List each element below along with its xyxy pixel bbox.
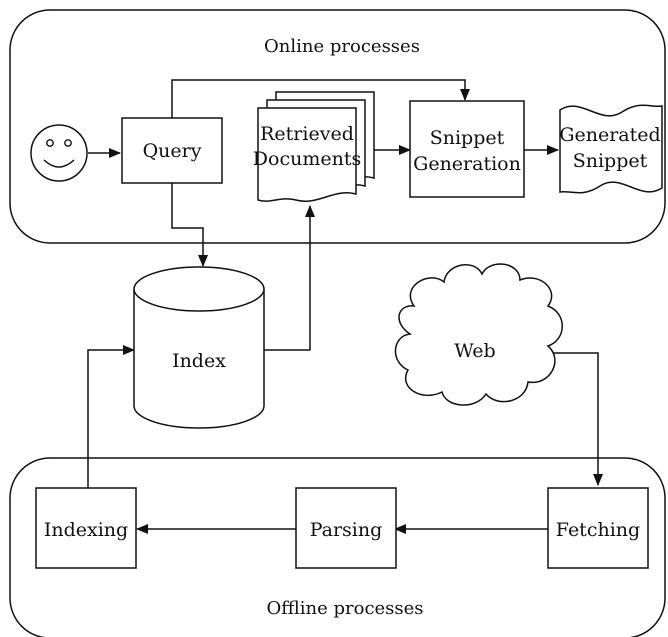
- web-cloud: Web: [394, 263, 563, 406]
- indexing-label: Indexing: [44, 519, 128, 541]
- fetching-label: Fetching: [556, 519, 640, 541]
- index-label: Index: [172, 350, 226, 372]
- online-region-label: Online processes: [264, 36, 420, 57]
- arrow-query-to-index: [171, 183, 208, 267]
- index-database: Index: [133, 266, 265, 429]
- arrow-query-to-snippet-generation: [171, 79, 470, 118]
- web-label: Web: [454, 340, 495, 362]
- fetching-box: Fetching: [547, 487, 649, 569]
- arrow-indexing-to-index: [87, 345, 135, 488]
- generated-snippet: Generated Snippet: [559, 104, 663, 194]
- indexing-box: Indexing: [35, 487, 137, 569]
- arrow-index-to-retrieved-documents: [264, 205, 315, 351]
- snippet-generation-label-line2: Generation: [413, 153, 521, 175]
- offline-region-label: Offline processes: [266, 598, 423, 619]
- snippet-generation-box: Snippet Generation: [409, 100, 525, 198]
- query-label: Query: [143, 140, 202, 162]
- connectors: [87, 79, 603, 534]
- retrieved-documents: Retrieved Documents: [253, 91, 375, 202]
- retrieved-documents-label-line2: Documents: [253, 148, 361, 170]
- retrieved-documents-label-line1: Retrieved: [260, 123, 354, 145]
- parsing-box: Parsing: [295, 487, 397, 569]
- parsing-label: Parsing: [310, 519, 383, 541]
- snippet-generation-label-line1: Snippet: [430, 127, 505, 149]
- smiley-face-icon: [30, 124, 88, 182]
- generated-snippet-label-line2: Snippet: [573, 150, 648, 172]
- generated-snippet-label-line1: Generated: [559, 124, 660, 146]
- query-box: Query: [121, 117, 223, 184]
